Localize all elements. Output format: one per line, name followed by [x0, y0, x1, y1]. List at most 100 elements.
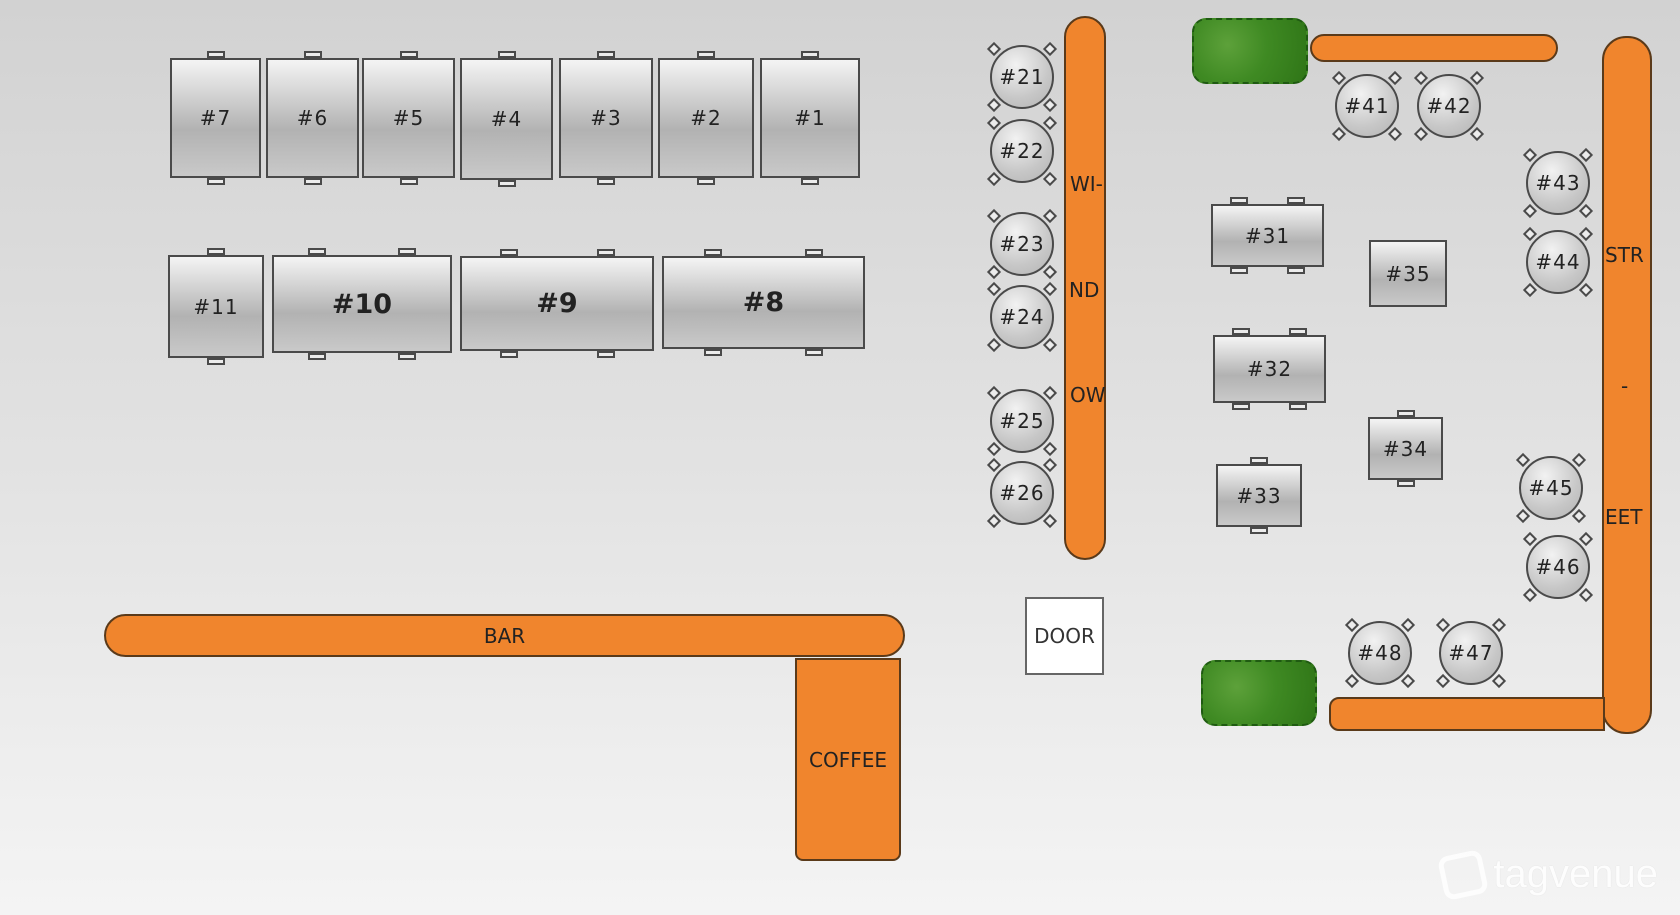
- table-4[interactable]: #4: [460, 58, 553, 180]
- table-9[interactable]: #9: [460, 256, 654, 351]
- chair: [206, 51, 225, 58]
- round-table-42[interactable]: #42: [1413, 70, 1485, 142]
- table-label: #33: [1236, 483, 1282, 508]
- chair: [1522, 531, 1538, 547]
- table-34[interactable]: #34: [1368, 417, 1443, 480]
- bar-counter: BAR: [104, 614, 905, 657]
- chair: [1042, 457, 1058, 473]
- street-label-1: STR: [1605, 243, 1644, 267]
- table-2[interactable]: #2: [658, 58, 754, 178]
- round-table-24[interactable]: #24: [986, 281, 1058, 353]
- chair: [596, 351, 615, 358]
- table-label: #4: [490, 107, 523, 131]
- chair: [1042, 385, 1058, 401]
- table-label: #31: [1244, 223, 1291, 248]
- round-table-21[interactable]: #21: [986, 41, 1058, 113]
- round-table-47[interactable]: #47: [1435, 617, 1507, 689]
- table-33[interactable]: #33: [1216, 464, 1302, 527]
- chair: [697, 51, 715, 58]
- chair: [1387, 126, 1403, 142]
- chair: [1522, 282, 1538, 298]
- chair: [1578, 203, 1594, 219]
- round-table-44[interactable]: #44: [1522, 226, 1594, 298]
- chair: [597, 51, 615, 58]
- chair: [1042, 513, 1058, 529]
- table-label: #2: [690, 106, 722, 130]
- table-10[interactable]: #10: [272, 255, 452, 353]
- table-label: #9: [536, 288, 578, 319]
- chair: [398, 353, 416, 360]
- chair: [986, 441, 1002, 457]
- coffee-counter: COFFEE: [795, 658, 901, 861]
- chair: [1250, 457, 1268, 464]
- coffee-label: COFFEE: [809, 747, 887, 772]
- chair: [1435, 673, 1451, 689]
- round-table-43[interactable]: #43: [1522, 147, 1594, 219]
- chair: [1396, 480, 1415, 487]
- chair: [1331, 126, 1347, 142]
- chair: [398, 248, 416, 255]
- round-table-48[interactable]: #48: [1344, 617, 1416, 689]
- chair: [986, 385, 1002, 401]
- round-table-22[interactable]: #22: [986, 115, 1058, 187]
- chair: [1522, 587, 1538, 603]
- chair: [805, 349, 824, 356]
- table-label: #7: [199, 106, 232, 130]
- chair: [499, 351, 518, 358]
- chair: [1250, 527, 1268, 534]
- table-1[interactable]: #1: [760, 58, 860, 178]
- round-table-25[interactable]: #25: [986, 385, 1058, 457]
- chair: [1288, 328, 1307, 335]
- table-8[interactable]: #8: [662, 256, 865, 349]
- bar-label: BAR: [483, 623, 526, 648]
- window-label-2: ND: [1069, 278, 1100, 302]
- round-table-41[interactable]: #41: [1331, 70, 1403, 142]
- table-label: #1: [794, 106, 826, 130]
- chair: [1578, 226, 1594, 242]
- chair: [986, 41, 1002, 57]
- chair: [1042, 97, 1058, 113]
- chair: [1469, 126, 1485, 142]
- chair: [1042, 337, 1058, 353]
- table-31[interactable]: #31: [1211, 204, 1324, 267]
- round-table-46[interactable]: #46: [1522, 531, 1594, 603]
- table-32[interactable]: #32: [1213, 335, 1326, 403]
- table-label: #48: [1357, 641, 1403, 665]
- chair: [1042, 41, 1058, 57]
- chair: [1522, 226, 1538, 242]
- chair: [805, 249, 824, 256]
- table-label: #10: [331, 288, 393, 320]
- table-label: #47: [1448, 641, 1494, 665]
- street-wall: [1602, 36, 1652, 734]
- table-label: #45: [1528, 476, 1574, 500]
- round-table-45[interactable]: #45: [1515, 452, 1587, 524]
- table-5[interactable]: #5: [362, 58, 455, 178]
- chair: [986, 281, 1002, 297]
- table-3[interactable]: #3: [559, 58, 653, 178]
- table-label: #11: [193, 294, 239, 319]
- chair: [1286, 197, 1305, 204]
- watermark-text: tagvenue: [1493, 852, 1658, 896]
- door: DOOR: [1025, 597, 1104, 675]
- chair: [801, 178, 819, 185]
- round-table-26[interactable]: #26: [986, 457, 1058, 529]
- table-11[interactable]: #11: [168, 255, 264, 358]
- chair: [1042, 171, 1058, 187]
- chair: [1344, 617, 1360, 633]
- chair: [1522, 147, 1538, 163]
- table-7[interactable]: #7: [170, 58, 261, 178]
- chair: [986, 337, 1002, 353]
- chair: [1435, 617, 1451, 633]
- chair: [986, 97, 1002, 113]
- table-35[interactable]: #35: [1369, 240, 1447, 307]
- chair: [1232, 403, 1251, 410]
- chair: [986, 171, 1002, 187]
- chair: [1413, 126, 1429, 142]
- chair: [207, 358, 225, 365]
- table-label: #6: [296, 106, 329, 130]
- chair: [207, 248, 225, 255]
- table-6[interactable]: #6: [266, 58, 359, 178]
- chair: [499, 249, 518, 256]
- round-table-23[interactable]: #23: [986, 208, 1058, 280]
- table-label: #44: [1535, 250, 1581, 274]
